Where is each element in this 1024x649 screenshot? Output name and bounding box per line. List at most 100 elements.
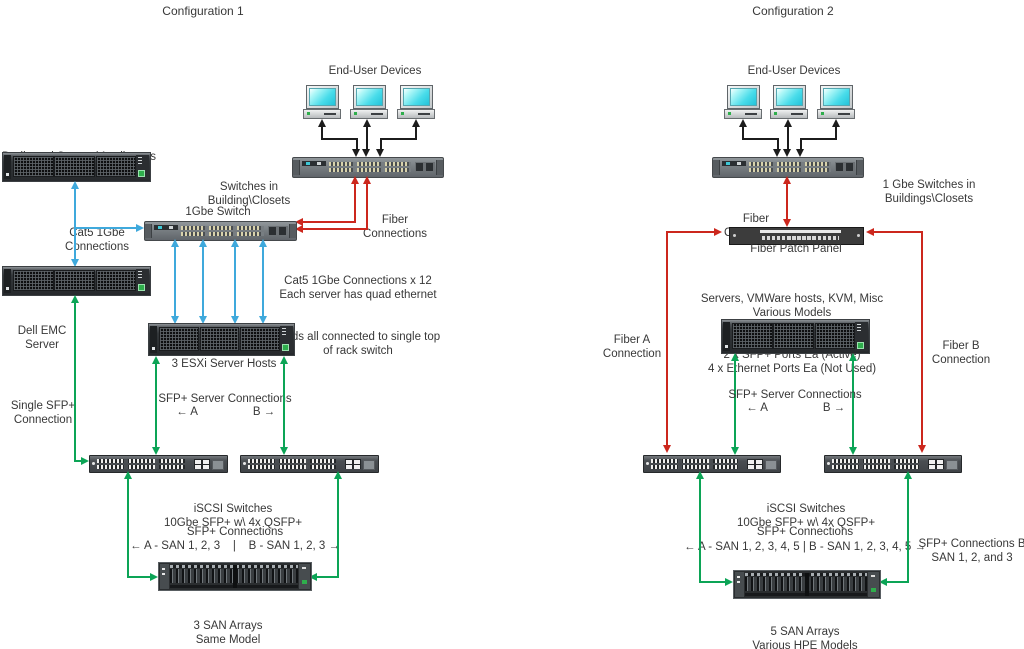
c1-sfp-server-label: SFP+ Server Connections	[158, 393, 292, 405]
monitor-icon	[773, 85, 806, 109]
switch-label-panel	[154, 225, 178, 230]
line	[666, 231, 668, 445]
desktop-base	[770, 109, 808, 119]
line	[356, 138, 358, 149]
line	[74, 189, 76, 259]
mesh-panel	[54, 156, 95, 177]
line	[75, 227, 136, 229]
config2-title: Configuration 2	[752, 4, 834, 18]
c2-servers-rack	[721, 319, 870, 354]
qsfp-ports	[345, 459, 361, 469]
desktop-base	[303, 109, 341, 119]
c2-iscsi-switch-b	[824, 455, 962, 473]
port-row	[651, 459, 738, 463]
port-row	[651, 465, 738, 469]
bezel	[279, 326, 293, 353]
arrow-head	[71, 259, 79, 267]
screen	[309, 88, 336, 106]
c1-sfp-conn-label: SFP+ Connections	[186, 526, 284, 538]
arrow-head	[71, 295, 79, 303]
line	[234, 247, 236, 316]
uplink-ports	[268, 226, 288, 236]
line	[74, 460, 82, 462]
mesh-panel	[13, 156, 54, 177]
led	[243, 462, 246, 465]
c2-iscsi-switch-a	[643, 455, 781, 473]
bezel	[854, 322, 868, 351]
line	[835, 127, 837, 140]
c2-end-user-pc-3	[817, 85, 855, 119]
arrow-head	[739, 119, 747, 127]
line	[787, 127, 789, 149]
line	[317, 576, 339, 578]
line	[742, 138, 779, 140]
c1-gbe-switch-label: 1Gbe Switch	[185, 206, 251, 218]
arrow-head	[904, 471, 912, 479]
line	[74, 303, 76, 462]
arrow-head	[731, 353, 739, 361]
bezel	[735, 572, 744, 597]
c1-end-user-devices-label: End-User Devices	[328, 65, 422, 77]
arrow-head	[714, 228, 722, 236]
mesh-panel	[13, 270, 54, 291]
c2-sfp-conn-label: SFP+ Connections	[756, 526, 854, 538]
line	[354, 184, 356, 223]
screen	[776, 88, 803, 106]
line	[786, 184, 788, 220]
arrow-head	[784, 119, 792, 127]
port-row	[181, 226, 264, 230]
c2-fiber-patch-panel	[729, 227, 864, 245]
line	[380, 138, 382, 149]
c2-building-switch	[712, 157, 864, 178]
mesh-panel	[240, 327, 281, 351]
mesh-panel	[199, 327, 240, 351]
qsfp-ports	[928, 459, 944, 469]
arrow-head	[918, 445, 926, 453]
bezel	[150, 326, 157, 353]
arrow-head	[832, 119, 840, 127]
led	[92, 462, 95, 465]
desktop-base	[817, 109, 855, 119]
line	[907, 479, 909, 583]
c1-iscsi-switch-a	[89, 455, 228, 473]
line	[699, 581, 726, 583]
arrow-head	[152, 356, 160, 364]
line	[366, 127, 368, 149]
qsfp-ports	[194, 459, 210, 469]
c1-conn-b-label: B →	[252, 406, 276, 418]
c1-dedicated-servers-rack	[2, 152, 151, 182]
c2-patch-panel-label: Fiber Patch Panel	[750, 243, 842, 255]
screen	[823, 88, 850, 106]
arrow-head	[280, 447, 288, 455]
arrow-head	[152, 447, 160, 455]
arrow-head	[362, 149, 370, 157]
c2-sfp-server-label: SFP+ Server Connections	[728, 389, 862, 401]
line	[415, 127, 417, 140]
line	[777, 138, 779, 149]
c1-sfp-detail-label: ← A - SAN 1, 2, 3 | B - SAN 1, 2, 3 →	[129, 540, 341, 552]
arrow-head	[731, 447, 739, 455]
config1-title: Configuration 1	[162, 4, 244, 18]
c2-conn-b-label: B →	[822, 402, 846, 414]
arrow-head	[352, 149, 360, 157]
mesh-panel	[95, 156, 136, 177]
line	[366, 184, 368, 230]
arrow-head	[295, 225, 303, 233]
c1-end-user-pc-3	[397, 85, 435, 119]
port-row	[181, 232, 264, 236]
arrow-head	[376, 149, 384, 157]
c1-gbe-switch	[144, 221, 297, 241]
arrow-head	[81, 457, 89, 465]
line	[202, 247, 204, 316]
arrow-head	[150, 573, 158, 581]
line	[699, 479, 701, 583]
arrow-head	[783, 219, 791, 227]
